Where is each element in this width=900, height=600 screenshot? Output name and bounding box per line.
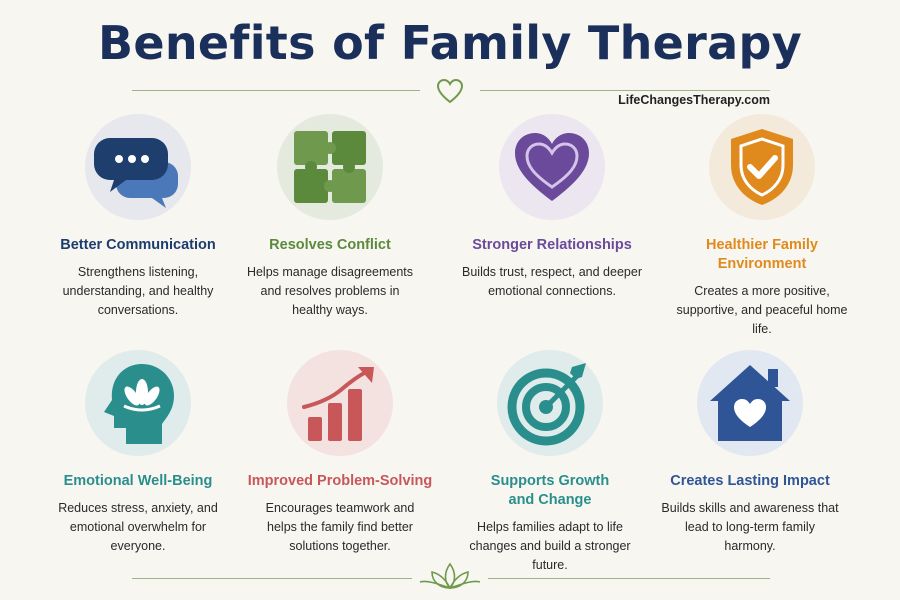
icon-circle: [697, 350, 803, 456]
card-title: Improved Problem-Solving: [247, 473, 433, 489]
house-heart-icon: [710, 365, 790, 441]
card-title: Healthier Family Environment: [705, 237, 818, 272]
card-description: Builds skills and awareness that lead to…: [661, 501, 839, 553]
card-healthier-family-environment: Healthier Family Environment Creates a m…: [662, 114, 862, 339]
card-title: Creates Lasting Impact: [670, 473, 830, 489]
card-title: Resolves Conflict: [269, 237, 391, 253]
card-title: Better Communication: [60, 237, 216, 253]
icon-circle: [497, 350, 603, 456]
top-divider-left: [132, 90, 420, 91]
card-description: Reduces stress, anxiety, and emotional o…: [58, 501, 218, 553]
bottom-divider-right: [488, 578, 770, 579]
growth-chart-icon: [302, 367, 374, 441]
card-description: Helps manage disagreements and resolves …: [246, 265, 414, 317]
icon-circle: [709, 114, 815, 220]
card-emotional-well-being: Emotional Well-Being Reduces stress, anx…: [38, 350, 238, 556]
card-stronger-relationships: Stronger Relationships Builds trust, res…: [452, 114, 652, 301]
icon-circle: [85, 350, 191, 456]
heart-icon: [515, 133, 589, 201]
puzzle-icon: [294, 131, 366, 203]
icon-circle: [499, 114, 605, 220]
card-better-communication: Better Communication Strengthens listeni…: [38, 114, 238, 320]
heart-outline-icon: [436, 78, 464, 104]
speech-bubbles-icon: [94, 138, 178, 208]
bottom-divider-left: [132, 578, 412, 579]
card-title: Stronger Relationships: [472, 237, 632, 253]
card-title: Emotional Well-Being: [63, 473, 213, 489]
head-lotus-icon: [104, 364, 174, 444]
top-divider-right: [480, 90, 770, 91]
card-description: Strengthens listening, understanding, an…: [62, 265, 214, 317]
card-supports-growth-and-change: Supports Growth and Change Helps familie…: [450, 350, 650, 575]
card-resolves-conflict: Resolves Conflict Helps manage disagreem…: [230, 114, 430, 320]
target-arrow-icon: [507, 363, 586, 446]
page-title: Benefits of Family Therapy: [98, 16, 802, 70]
shield-check-icon: [731, 129, 793, 205]
card-creates-lasting-impact: Creates Lasting Impact Builds skills and…: [650, 350, 850, 556]
card-description: Encourages teamwork and helps the family…: [265, 501, 415, 553]
lotus-ornament-icon: [419, 562, 481, 590]
card-description: Creates a more positive, supportive, and…: [676, 284, 848, 336]
card-title: Supports Growth and Change: [490, 473, 610, 508]
icon-circle: [85, 114, 191, 220]
website-url: LifeChangesTherapy.com: [618, 93, 770, 107]
icon-circle: [277, 114, 383, 220]
card-improved-problem-solving: Improved Problem-Solving Encourages team…: [240, 350, 440, 556]
card-description: Builds trust, respect, and deeper emotio…: [462, 265, 642, 298]
card-description: Helps families adapt to life changes and…: [469, 520, 631, 572]
icon-circle: [287, 350, 393, 456]
